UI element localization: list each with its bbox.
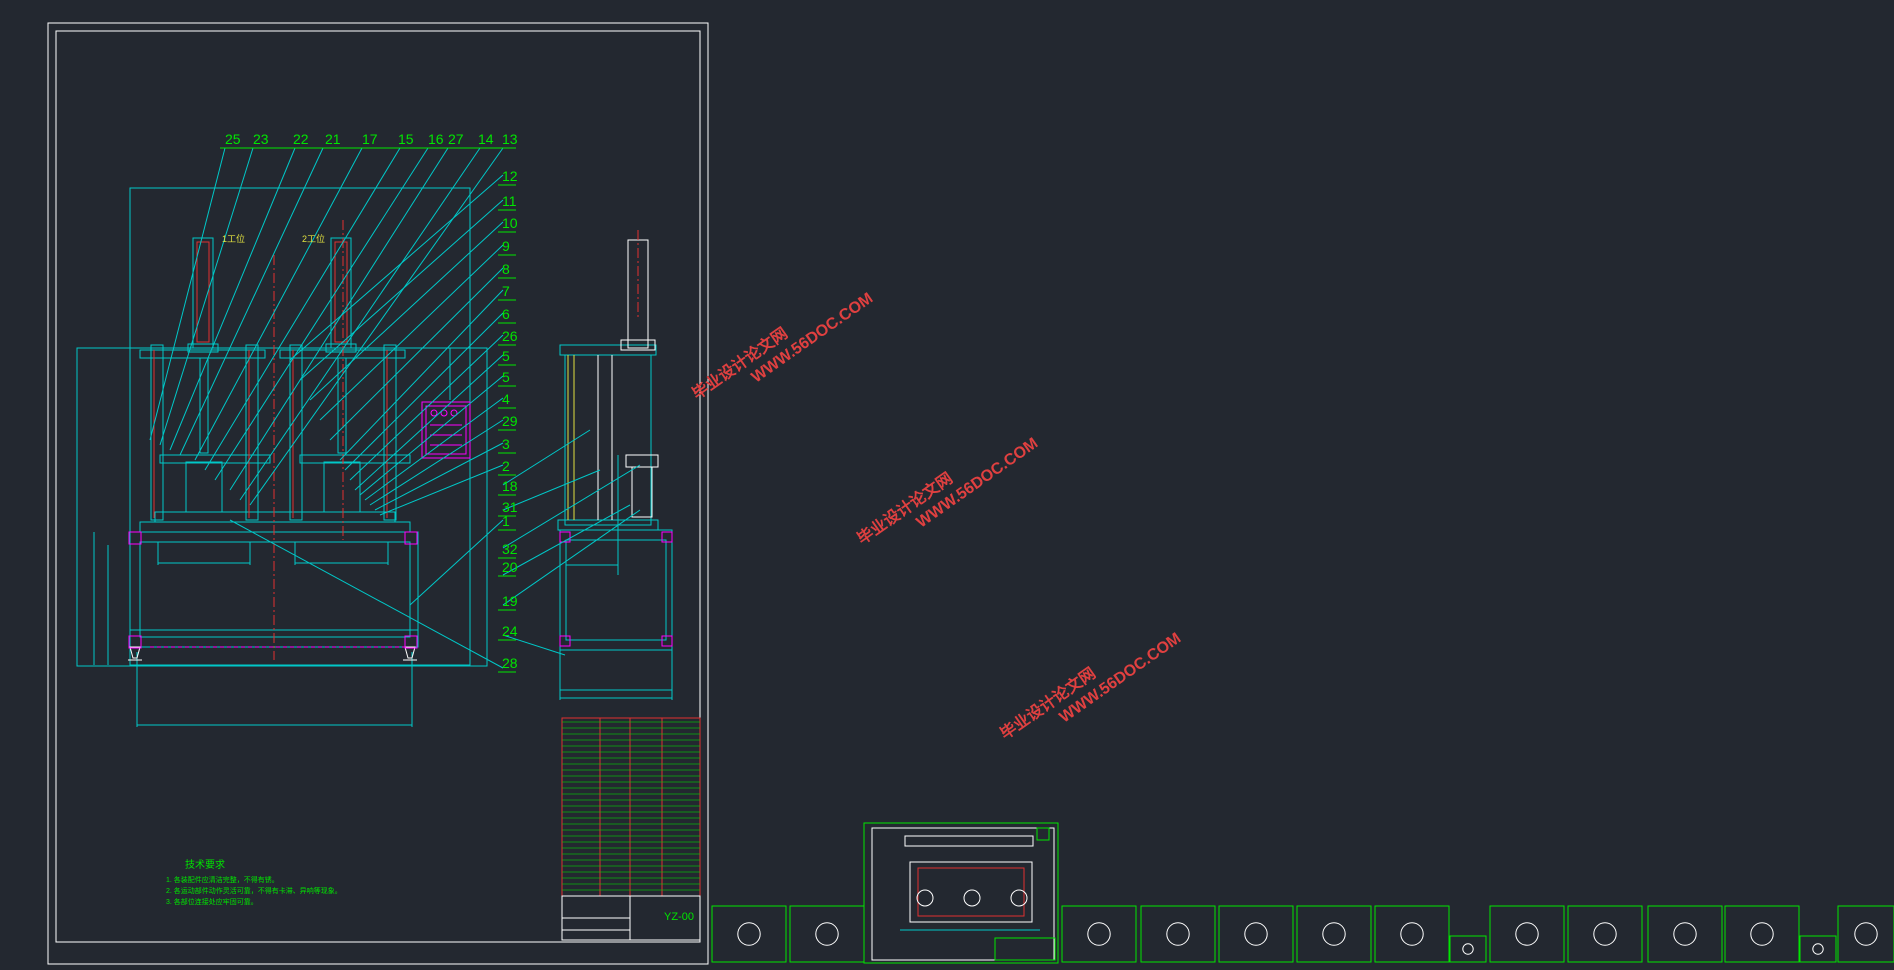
balloon-labels: 25 23 22 21 17 15 16 27 14 13 12 11 10 9…	[225, 131, 518, 671]
balloon-label: 5	[502, 348, 510, 364]
side-view	[557, 230, 673, 700]
balloon-underlines	[220, 147, 516, 673]
tech-req-item: 2. 各运动部件动作灵活可靠，不得有卡滞、异响等现象。	[166, 886, 342, 895]
balloon-label: 7	[502, 283, 510, 299]
thumbnail-part-sketch	[1812, 943, 1824, 955]
balloon-label: 13	[502, 131, 518, 147]
front-view	[76, 187, 488, 727]
sheet-thumbnail	[789, 905, 865, 963]
thumbnail-part-sketch	[1462, 943, 1474, 955]
balloon-label: 22	[293, 131, 309, 147]
sheet-thumbnail	[1567, 905, 1643, 963]
balloon-label: 14	[478, 131, 494, 147]
balloon-label: 29	[502, 413, 518, 429]
thumbnail-part-sketch	[737, 922, 761, 946]
balloon-label: 12	[502, 168, 518, 184]
balloon-label: 32	[502, 541, 518, 557]
balloon-label: 26	[502, 328, 518, 344]
sheet-thumbnail	[1489, 905, 1565, 963]
balloon-label: 31	[502, 499, 518, 515]
thumbnail-part-sketch	[1593, 922, 1617, 946]
balloon-label: 16	[428, 131, 444, 147]
parts-list	[561, 717, 701, 941]
station-label: 1工位	[222, 233, 245, 244]
balloon-label: 25	[225, 131, 241, 147]
sheet-thumbnail	[1799, 935, 1837, 963]
balloon-label: 10	[502, 215, 518, 231]
tech-requirements: 技术要求 1. 各装配件应清洁完整，不得有锈。 2. 各运动部件动作灵活可靠，不…	[166, 858, 342, 906]
balloon-label: 11	[502, 193, 517, 209]
balloon-label: 5	[502, 369, 510, 385]
balloon-label: 2	[502, 458, 510, 474]
balloon-label: 8	[502, 261, 510, 277]
tech-req-title: 技术要求	[185, 858, 225, 871]
balloon-label: 6	[502, 306, 510, 322]
sheet-thumbnail	[1647, 905, 1723, 963]
balloon-label: 19	[502, 593, 518, 609]
detail-sheet-thumbnail	[863, 822, 1059, 964]
balloon-label: 23	[253, 131, 269, 147]
thumbnail-part-sketch	[1166, 922, 1190, 946]
station-label: 2工位	[302, 233, 325, 244]
thumbnail-part-sketch	[1673, 922, 1697, 946]
sheet-thumbnails	[711, 905, 1894, 963]
sheet-thumbnail	[1449, 935, 1487, 963]
balloon-label: 9	[502, 238, 510, 254]
sheet-thumbnail	[711, 905, 787, 963]
sheet-thumbnail	[1061, 905, 1137, 963]
sheet-frame	[47, 22, 709, 965]
drawing-number: YZ-00	[664, 911, 694, 923]
thumbnail-part-sketch	[1244, 922, 1268, 946]
balloon-label: 17	[362, 131, 378, 147]
sheet-thumbnail	[1140, 905, 1216, 963]
sheet-thumbnail	[1724, 905, 1800, 963]
tech-req-item: 3. 各部位连接处应牢固可靠。	[166, 897, 258, 906]
balloon-label: 21	[325, 131, 341, 147]
thumbnail-part-sketch	[1322, 922, 1346, 946]
balloon-label: 28	[502, 655, 518, 671]
station-labels: 1工位 2工位	[222, 233, 325, 244]
balloon-label: 1	[502, 513, 510, 529]
thumbnail-part-sketch	[1515, 922, 1539, 946]
balloon-label: 24	[502, 623, 518, 639]
balloon-label: 4	[502, 391, 510, 407]
thumbnail-part-sketch	[1854, 922, 1878, 946]
balloon-label: 15	[398, 131, 414, 147]
balloon-label: 27	[448, 131, 464, 147]
leader-lines	[149, 147, 641, 669]
sheet-thumbnail	[1837, 905, 1894, 963]
balloon-label: 20	[502, 559, 518, 575]
sheet-thumbnail	[1374, 905, 1450, 963]
thumbnail-part-sketch	[815, 922, 839, 946]
thumbnail-part-sketch	[1750, 922, 1774, 946]
thumbnail-part-sketch	[1087, 922, 1111, 946]
thumbnail-part-sketch	[1400, 922, 1424, 946]
balloon-label: 3	[502, 436, 510, 452]
tech-req-item: 1. 各装配件应清洁完整，不得有锈。	[166, 875, 279, 884]
sheet-thumbnail	[1296, 905, 1372, 963]
balloon-label: 18	[502, 478, 518, 494]
sheet-thumbnail	[1218, 905, 1294, 963]
